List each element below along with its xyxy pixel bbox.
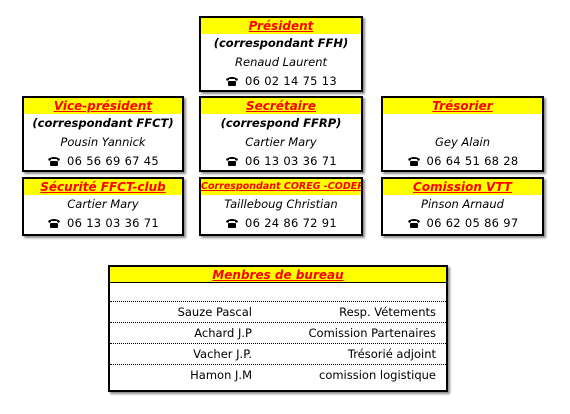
vtt-card: Comission VTT Pinson Arnaud 06 62 05 86 … [381, 177, 544, 236]
card-phone: 06 02 14 75 13 [201, 72, 361, 91]
member-name: Achard J.P [194, 326, 252, 340]
card-title: Vice-président [24, 98, 182, 114]
telephone-icon [226, 157, 238, 166]
card-phone: 06 13 03 36 71 [201, 152, 361, 171]
vice-president-card: Vice-président (correspondant FFCT) Pous… [22, 96, 184, 172]
coreg-card: Correspondant COREG -CODEP Tailleboug Ch… [199, 177, 363, 236]
card-phone: 06 64 51 68 28 [383, 152, 542, 171]
telephone-icon [407, 157, 420, 166]
phone-number: 06 02 14 75 13 [245, 74, 337, 88]
card-name: Tailleboug Christian [224, 197, 338, 211]
card-title: Correspondant COREG -CODEP [201, 179, 361, 195]
phone-number: 06 13 03 36 71 [245, 154, 337, 168]
tresorier-card: Trésorier Gey Alain 06 64 51 68 28 [381, 96, 544, 172]
member-name: Sauze Pascal [177, 305, 252, 319]
card-name: Cartier Mary [245, 135, 317, 149]
telephone-icon [48, 219, 60, 228]
securite-card: Sécurité FFCT-club Cartier Mary 06 13 03… [22, 177, 184, 236]
phone-number: 06 24 86 72 91 [245, 216, 337, 230]
card-title: Président [201, 18, 361, 34]
card-name: Pinson Arnaud [421, 197, 504, 211]
table-row: Achard J.P Comission Partenaires [110, 323, 446, 344]
board-members-table: Menbres de bureau Sauze Pascal Resp. Vét… [108, 265, 448, 392]
member-name: Hamon J.M [190, 368, 252, 382]
card-phone: 06 62 05 86 97 [383, 214, 542, 233]
card-title: Secrétaire [201, 98, 361, 114]
card-spacer [383, 114, 542, 133]
card-title: Sécurité FFCT-club [24, 179, 182, 195]
telephone-icon [48, 157, 60, 166]
member-role: Trésorié adjoint [347, 347, 436, 361]
table-row: Hamon J.M comission logistique [110, 365, 446, 386]
phone-number: 06 62 05 86 97 [426, 216, 519, 230]
card-title: Trésorier [383, 98, 542, 114]
member-role: Resp. Vétements [339, 305, 436, 319]
president-card: Président (correspondant FFH) Renaud Lau… [199, 16, 363, 92]
table-row: Sauze Pascal Resp. Vétements [110, 302, 446, 323]
member-role: Comission Partenaires [308, 326, 436, 340]
card-phone: 06 13 03 36 71 [24, 214, 182, 233]
card-role: (correspondant FFH) [213, 36, 349, 50]
card-name: Renaud Laurent [235, 55, 327, 69]
member-role: comission logistique [319, 368, 436, 382]
card-name: Cartier Mary [67, 197, 139, 211]
phone-number: 06 64 51 68 28 [426, 154, 519, 168]
phone-number: 06 56 69 67 45 [67, 154, 159, 168]
card-phone: 06 56 69 67 45 [24, 152, 182, 171]
card-role: (correspond FFRP) [220, 116, 342, 130]
board-spacer-row [110, 283, 446, 302]
secretaire-card: Secrétaire (correspond FFRP) Cartier Mar… [199, 96, 363, 172]
table-row: Vacher J.P. Trésorié adjoint [110, 344, 446, 365]
card-role: (correspondant FFCT) [32, 116, 174, 130]
card-name: Pousin Yannick [60, 135, 146, 149]
telephone-icon [226, 219, 238, 228]
phone-number: 06 13 03 36 71 [67, 216, 159, 230]
card-title: Comission VTT [383, 179, 542, 195]
board-title: Menbres de bureau [110, 267, 446, 283]
card-name: Gey Alain [434, 135, 491, 149]
card-phone: 06 24 86 72 91 [201, 214, 361, 233]
member-name: Vacher J.P. [193, 347, 252, 361]
telephone-icon [407, 219, 420, 228]
telephone-icon [226, 77, 238, 86]
